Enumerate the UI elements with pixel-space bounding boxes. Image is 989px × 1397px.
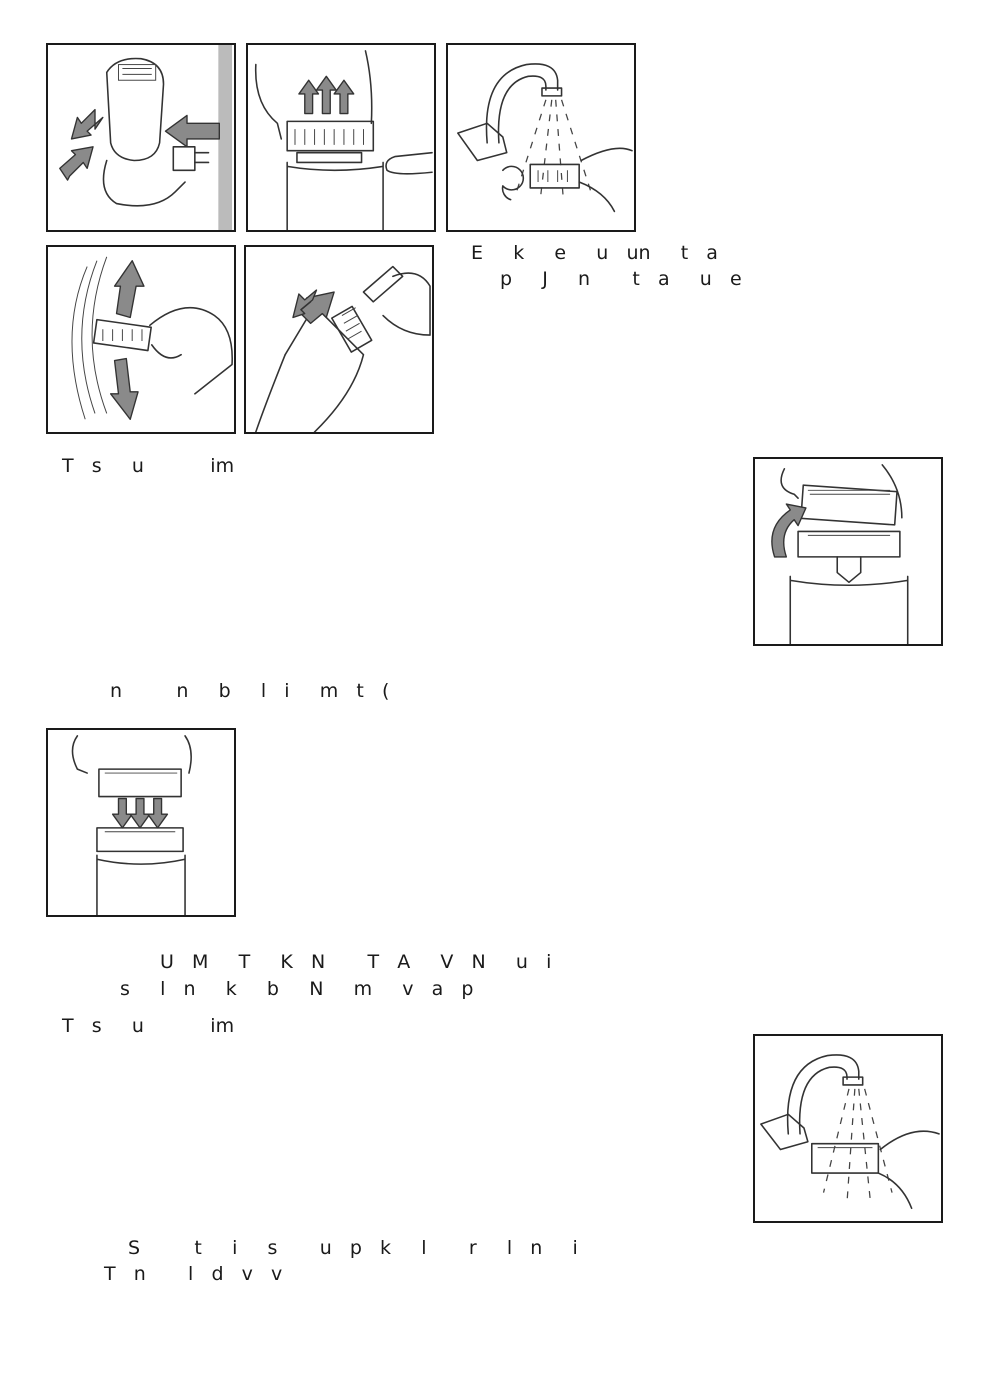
illustration-rinse-tap <box>446 43 636 232</box>
illustration-brush-clean <box>244 245 434 434</box>
caption-line-2: n n b l i m t ( <box>110 680 389 702</box>
section-heading-2: T s u im <box>62 1015 234 1037</box>
illustration-rinse-cap <box>753 1034 943 1223</box>
caption-line-4b: T n l d v v <box>104 1263 282 1285</box>
caption-line-3a: U M T K N T A V N u i <box>160 951 551 973</box>
section-heading-1: T s u im <box>62 455 234 477</box>
caption-line-1a: E k e u un t a <box>471 242 718 264</box>
illustration-attach-cap <box>46 728 236 917</box>
brush-icon <box>246 247 432 432</box>
rinse-cap-icon <box>755 1036 941 1221</box>
caption-line-4a: S t i s u p k l r l n i <box>128 1237 578 1259</box>
remove-cap-icon <box>755 459 941 644</box>
caption-line-3b: s l n k b N m v a p <box>120 978 474 1000</box>
tap-rinse-icon <box>448 45 634 230</box>
shake-icon <box>48 247 234 432</box>
illustration-shake-dry <box>46 245 236 434</box>
illustration-charger-connect <box>46 43 236 232</box>
illustration-head-removal <box>246 43 436 232</box>
lift-head-icon <box>248 45 434 230</box>
attach-cap-icon <box>48 730 234 915</box>
caption-line-1b: p J n t a u e <box>500 268 742 290</box>
epilator-charger-icon <box>48 45 234 230</box>
illustration-remove-cap <box>753 457 943 646</box>
